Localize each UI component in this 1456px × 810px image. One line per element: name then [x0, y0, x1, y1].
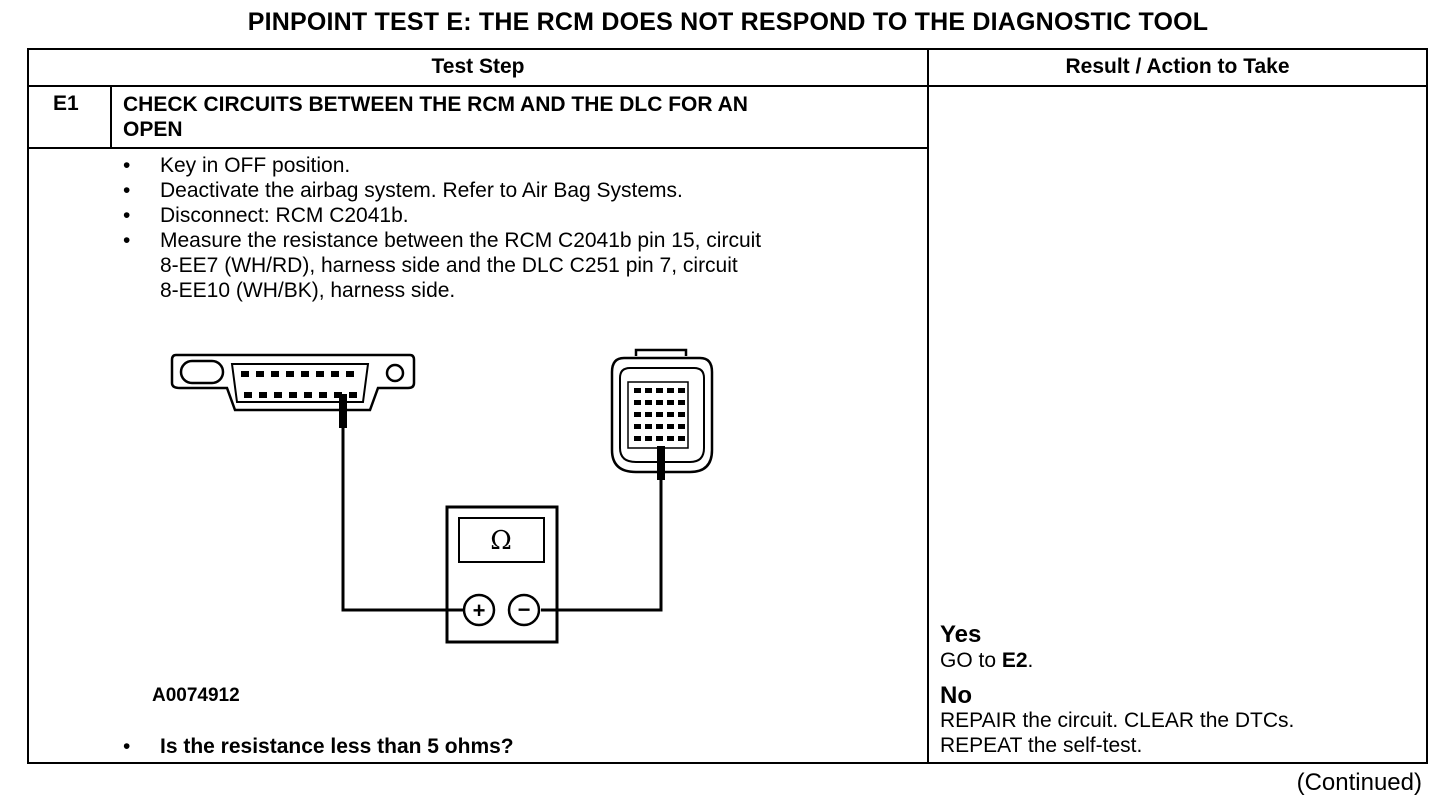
rcm-connector	[610, 348, 714, 474]
bullet-item: • Measure the resistance between the RCM…	[123, 228, 913, 303]
table-bottom-border	[27, 762, 1428, 764]
dlc-probe	[339, 394, 347, 428]
figure-id: A0074912	[152, 685, 240, 706]
yes-action-suffix: .	[1027, 649, 1034, 672]
rcm-pins	[634, 388, 685, 441]
step-number-divider	[110, 85, 112, 149]
bullet-marker: •	[123, 229, 131, 252]
test-leads	[341, 428, 663, 612]
bullet-text: Deactivate the airbag system. Refer to A…	[160, 179, 683, 202]
ohm-symbol: Ω	[490, 526, 512, 556]
rcm-probe	[657, 446, 665, 480]
bullet-item: • Disconnect: RCM C2041b.	[123, 203, 913, 228]
dlc-pins	[241, 371, 357, 398]
header-bottom-border	[27, 85, 1428, 87]
table-left-border	[27, 48, 29, 764]
step-number: E1	[53, 92, 79, 115]
header-result: Result / Action to Take	[1065, 55, 1290, 78]
continued-label: (Continued)	[1296, 769, 1422, 796]
header-test-step: Test Step	[431, 55, 525, 78]
bullet-text: Key in OFF position.	[160, 154, 351, 177]
bullet-item: • Deactivate the airbag system. Refer to…	[123, 178, 913, 203]
question-text: Is the resistance less than 5 ohms?	[160, 735, 514, 758]
yes-action-text: GO to	[940, 649, 1002, 672]
step-title-line1: CHECK CIRCUITS BETWEEN THE RCM AND THE D…	[123, 93, 748, 116]
result-no-label: No	[940, 682, 972, 709]
result-no-text: REPAIR the circuit. CLEAR the DTCs. REPE…	[940, 708, 1420, 758]
minus-terminal-label: −	[518, 597, 531, 622]
dlc-connector	[170, 353, 416, 412]
bullet-text-line: 8-EE10 (WH/BK), harness side.	[160, 279, 456, 302]
bullet-marker: •	[123, 735, 131, 758]
bullet-marker: •	[123, 204, 131, 227]
step-title: CHECK CIRCUITS BETWEEN THE RCM AND THE D…	[123, 92, 913, 142]
bullet-text: Measure the resistance between the RCM C…	[160, 228, 900, 303]
page-title: PINPOINT TEST E: THE RCM DOES NOT RESPON…	[247, 8, 1209, 36]
step-title-bottom-border	[27, 147, 929, 149]
question-item: • Is the resistance less than 5 ohms?	[123, 734, 913, 759]
bullet-item: • Key in OFF position.	[123, 153, 913, 178]
result-yes-text: GO to E2.	[940, 648, 1033, 673]
bullet-marker: •	[123, 154, 131, 177]
plus-terminal-label: +	[473, 598, 486, 623]
result-yes-label: Yes	[940, 621, 982, 648]
table-top-border	[27, 48, 1428, 50]
step-title-line2: OPEN	[123, 118, 183, 141]
bullet-text: Disconnect: RCM C2041b.	[160, 204, 409, 227]
ohmmeter	[445, 505, 559, 644]
table-right-border	[1426, 48, 1428, 764]
no-action-line1: REPAIR the circuit. CLEAR the DTCs.	[940, 709, 1295, 732]
bullet-marker: •	[123, 179, 131, 202]
column-divider	[927, 48, 929, 764]
no-action-line2: REPEAT the self-test.	[940, 734, 1143, 757]
bullet-text-line: Measure the resistance between the RCM C…	[160, 229, 762, 252]
bullet-text-line: 8-EE7 (WH/RD), harness side and the DLC …	[160, 254, 738, 277]
yes-target-step: E2	[1001, 649, 1028, 672]
